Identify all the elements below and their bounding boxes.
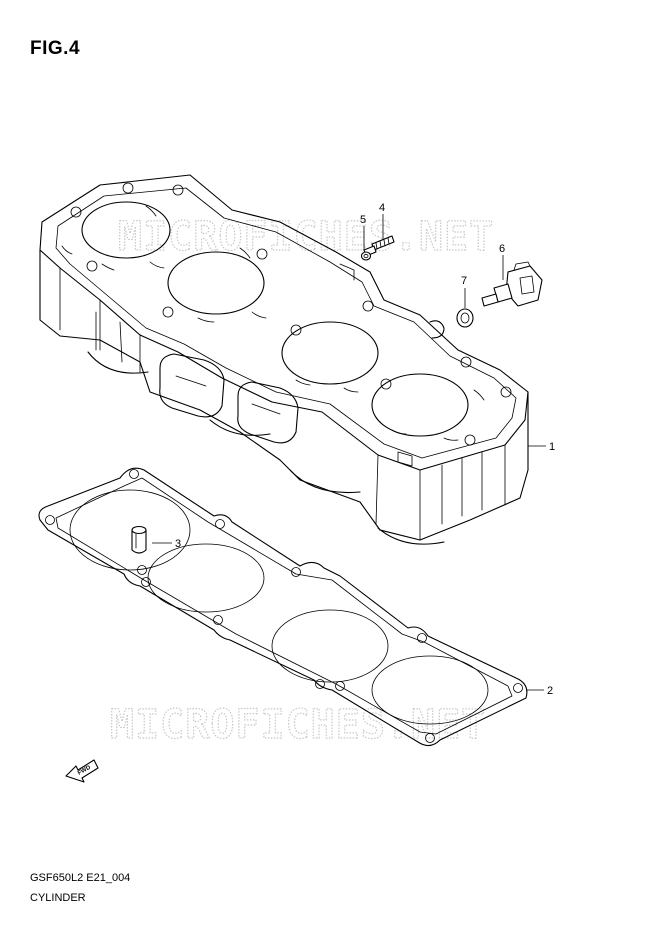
callout-3: 3 [175, 538, 181, 550]
dowel-pin[interactable] [131, 525, 147, 554]
cylinder-bore-1 [81, 201, 171, 259]
fwd-arrow-icon: FWD [65, 759, 99, 783]
cylinder-block[interactable] [39, 174, 529, 545]
temperature-sensor[interactable] [481, 261, 543, 307]
callout-2: 2 [547, 685, 553, 697]
cylinder-bore-4 [371, 373, 469, 437]
callout-5: 5 [360, 214, 366, 226]
washer-small[interactable] [360, 251, 372, 261]
gasket-bore-2 [147, 543, 265, 613]
cylinder-base-gasket[interactable] [38, 467, 528, 747]
head-bolt-holes [70, 182, 512, 446]
leader-lines [152, 214, 546, 691]
gasket-bolt-holes [45, 469, 523, 743]
model-code: GSF650L2 E21_004 [30, 872, 131, 884]
water-jacket-slots [61, 205, 485, 441]
callout-7: 7 [461, 275, 467, 287]
callout-4: 4 [379, 202, 385, 214]
figure-title: FIG.4 [30, 38, 81, 59]
sensor-gasket-washer[interactable] [456, 308, 474, 328]
part-name: CYLINDER [30, 892, 86, 904]
cylinder-bore-3 [281, 321, 379, 385]
gasket-bore-1 [69, 489, 191, 571]
cylinder-bore-2 [167, 251, 265, 315]
watermark-bottom: MICROFICHES.NET [110, 702, 486, 748]
watermark-top: MICROFICHES.NET [118, 214, 494, 260]
gasket-bore-4 [371, 655, 489, 725]
gasket-bore-3 [271, 609, 389, 683]
callout-1: 1 [549, 441, 555, 453]
block-side-ribs [95, 311, 483, 525]
callout-6: 6 [499, 243, 505, 255]
